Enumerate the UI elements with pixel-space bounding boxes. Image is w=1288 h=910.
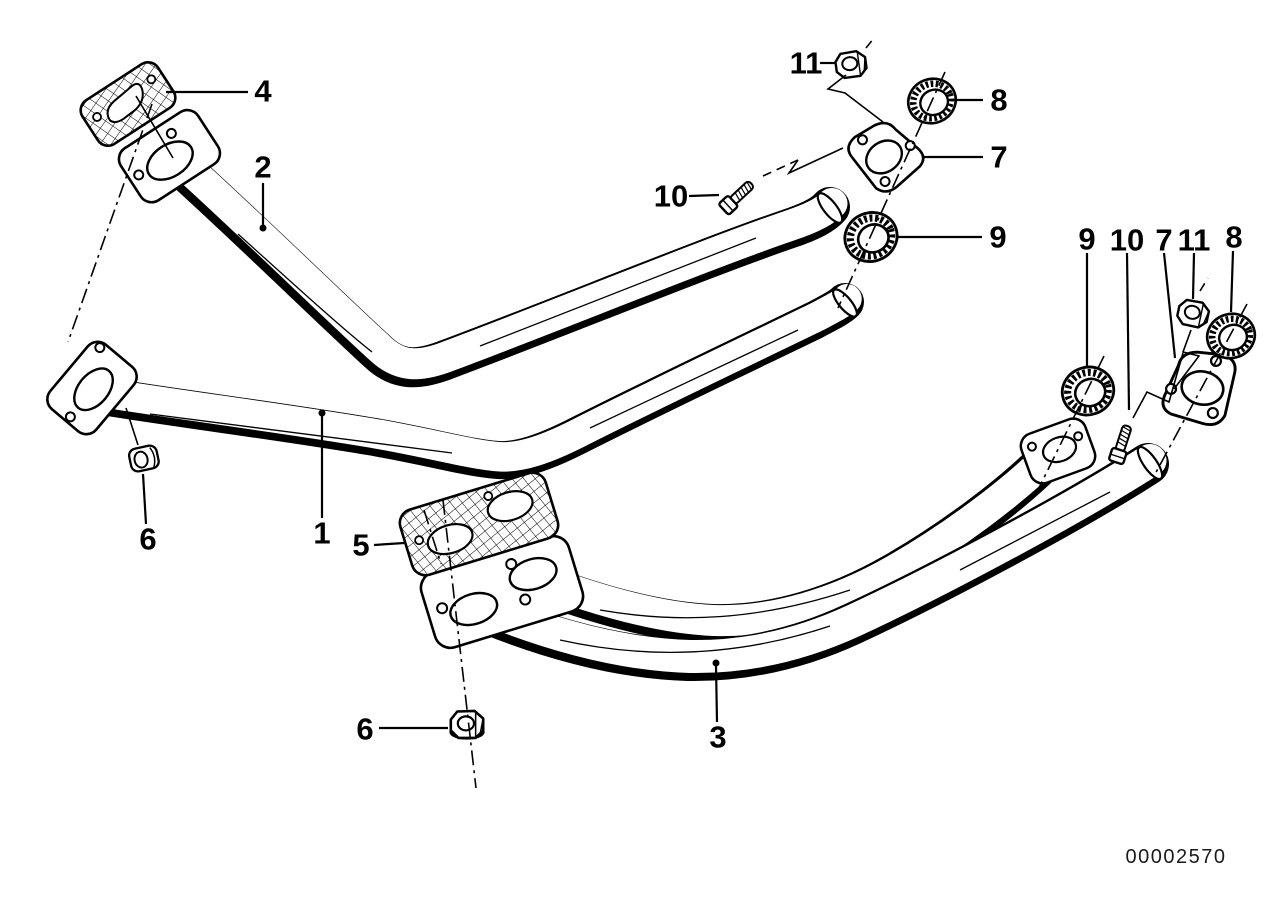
- dot-1: [318, 409, 326, 417]
- callout-7-top: 7: [990, 140, 1007, 175]
- hex-nut-11-top: [833, 48, 869, 81]
- assembly-bolt10-top-dash: [762, 159, 799, 177]
- callout-3: 3: [709, 720, 726, 755]
- assembly-nut11-right: [1173, 329, 1201, 390]
- assembly-bolt10-top: [786, 147, 844, 175]
- flange-pipe-1: [46, 340, 138, 436]
- dot-2: [259, 224, 267, 232]
- assembly-nut11-top: [826, 74, 884, 123]
- leader-11-col: [1191, 252, 1196, 300]
- axis-ring9-right: [1034, 355, 1105, 497]
- pipe-2-mouth: [816, 192, 844, 224]
- callout-1: 1: [313, 516, 330, 551]
- leader-3: [714, 665, 719, 723]
- callouts: [141, 61, 1235, 730]
- callout-9-col: 9: [1078, 222, 1095, 257]
- callout-4: 4: [254, 74, 272, 109]
- leader-10-col: [1125, 252, 1131, 411]
- axis-right-hardware: [1153, 303, 1248, 477]
- assembly-nut11-top-dash: [865, 37, 875, 49]
- flange-pipe-2: [117, 108, 222, 204]
- front-pipe-2: [162, 148, 850, 388]
- callout-6-bottom: 6: [356, 712, 373, 747]
- pipe-1-highlight: [149, 329, 799, 454]
- leader-dots: [259, 224, 720, 667]
- dot-3: [712, 659, 720, 667]
- callout-8-col: 8: [1225, 220, 1242, 255]
- flange-nut-6-bottom: [449, 709, 485, 740]
- callout-11-col: 11: [1178, 223, 1211, 258]
- pipe-1-mouth: [832, 288, 858, 318]
- callout-5: 5: [352, 528, 369, 563]
- leader-6-left: [141, 473, 148, 525]
- flange-7-top: [843, 115, 930, 199]
- axis-clamp-left: [125, 407, 139, 446]
- axis-gasket4: [67, 103, 153, 343]
- bolt-10-top: [717, 176, 758, 217]
- callout-labels: 4 2 11 8 7 10 9 9 10 7 11 8 6 1 5 6 3: [139, 46, 1242, 755]
- assembly-bolt10-right: [1132, 352, 1184, 419]
- callout-10-top: 10: [654, 179, 688, 214]
- pipe-2-highlight: [237, 233, 757, 353]
- leader-8-col: [1229, 250, 1235, 313]
- callout-8-top: 8: [990, 83, 1007, 118]
- axis-gasket4-flange: [135, 95, 174, 159]
- gasket-5: [398, 471, 560, 577]
- callout-11-top: 11: [790, 46, 823, 81]
- callout-2: 2: [254, 150, 271, 185]
- leader-5: [373, 541, 405, 547]
- front-pipe-1: [83, 283, 864, 480]
- callout-10-col: 10: [1110, 223, 1144, 258]
- leader-7-col: [1162, 252, 1177, 359]
- clamp-nut-6-left: [127, 444, 160, 473]
- gasket-4: [79, 60, 177, 148]
- center-lines: [67, 37, 1248, 789]
- document-number: 00002570: [1126, 846, 1227, 868]
- axis-gasket5-short: [423, 509, 442, 565]
- sealing-ring-9-right: [1056, 360, 1120, 421]
- pipe-3-highlight: [559, 491, 1111, 654]
- assembly-nut11-right-dash: [1199, 277, 1209, 292]
- front-pipe-3: [449, 440, 1169, 682]
- callout-6-left: 6: [139, 522, 156, 557]
- callout-9-top: 9: [989, 220, 1006, 255]
- leader-10-top: [688, 193, 720, 198]
- callout-7-col: 7: [1155, 223, 1172, 258]
- axis-gasket5-nut: [442, 499, 477, 789]
- hex-nut-11-right: [1174, 296, 1212, 331]
